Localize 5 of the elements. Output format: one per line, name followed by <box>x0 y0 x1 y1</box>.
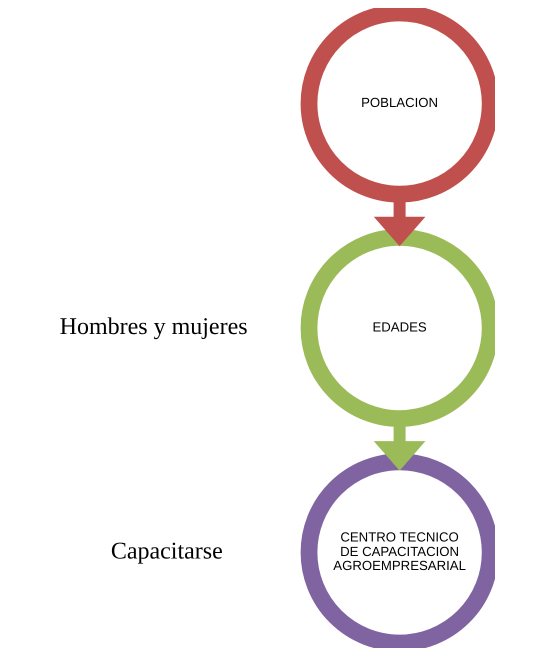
label: Hombres y mujeres <box>60 314 248 340</box>
node-circle: CENTRO TECNICO DE CAPACITACION AGROEMPRESARIAL <box>300 453 495 648</box>
node-circle: POBLACION <box>300 8 495 203</box>
label: Capacitarse <box>110 538 223 564</box>
node-circle: EDADES <box>300 229 495 427</box>
